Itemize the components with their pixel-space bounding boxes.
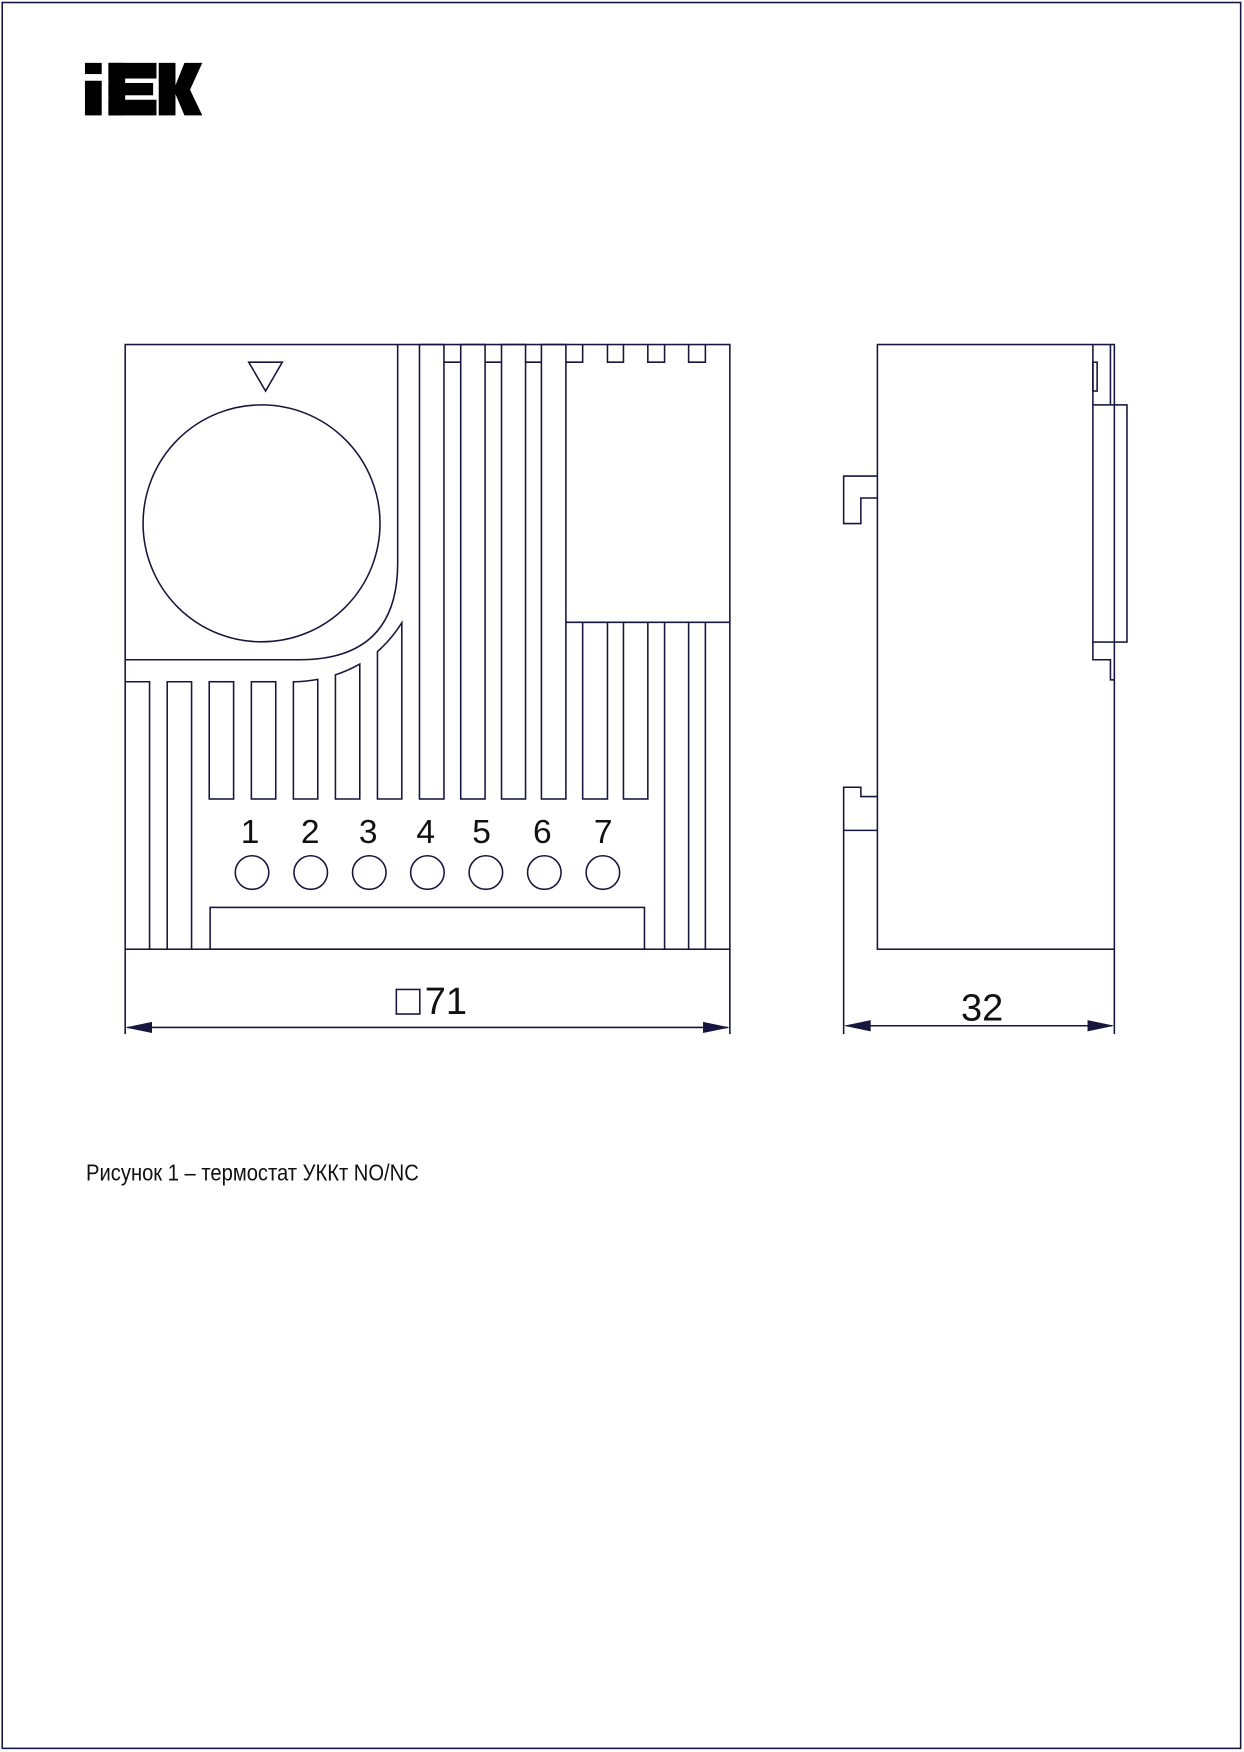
side-view: 32 xyxy=(842,343,1128,1035)
iek-logo xyxy=(84,62,203,116)
terminal-label: 6 xyxy=(533,814,552,851)
width-dimension: 71 xyxy=(425,981,467,1023)
terminal-label: 7 xyxy=(594,814,613,851)
front-view: 1 2 3 4 5 6 7 71 xyxy=(124,343,731,1035)
setpoint-dial[interactable] xyxy=(142,404,381,643)
terminal-label: 3 xyxy=(359,814,378,851)
din-hook-bottom xyxy=(842,786,878,832)
terminal-labels: 1 2 3 4 5 6 7 xyxy=(241,814,613,851)
terminal-screws xyxy=(234,854,621,891)
din-hook-top xyxy=(842,475,878,525)
depth-dimension: 32 xyxy=(961,988,1003,1030)
square-symbol-icon xyxy=(395,988,421,1015)
terminal-label: 1 xyxy=(241,814,260,851)
terminal-label: 5 xyxy=(472,814,491,851)
terminal-label: 4 xyxy=(416,814,435,851)
figure-caption: Рисунок 1 – термостат УККт NO/NC xyxy=(86,1159,419,1186)
terminal-label: 2 xyxy=(301,814,320,851)
pointer-triangle-icon xyxy=(247,361,284,393)
